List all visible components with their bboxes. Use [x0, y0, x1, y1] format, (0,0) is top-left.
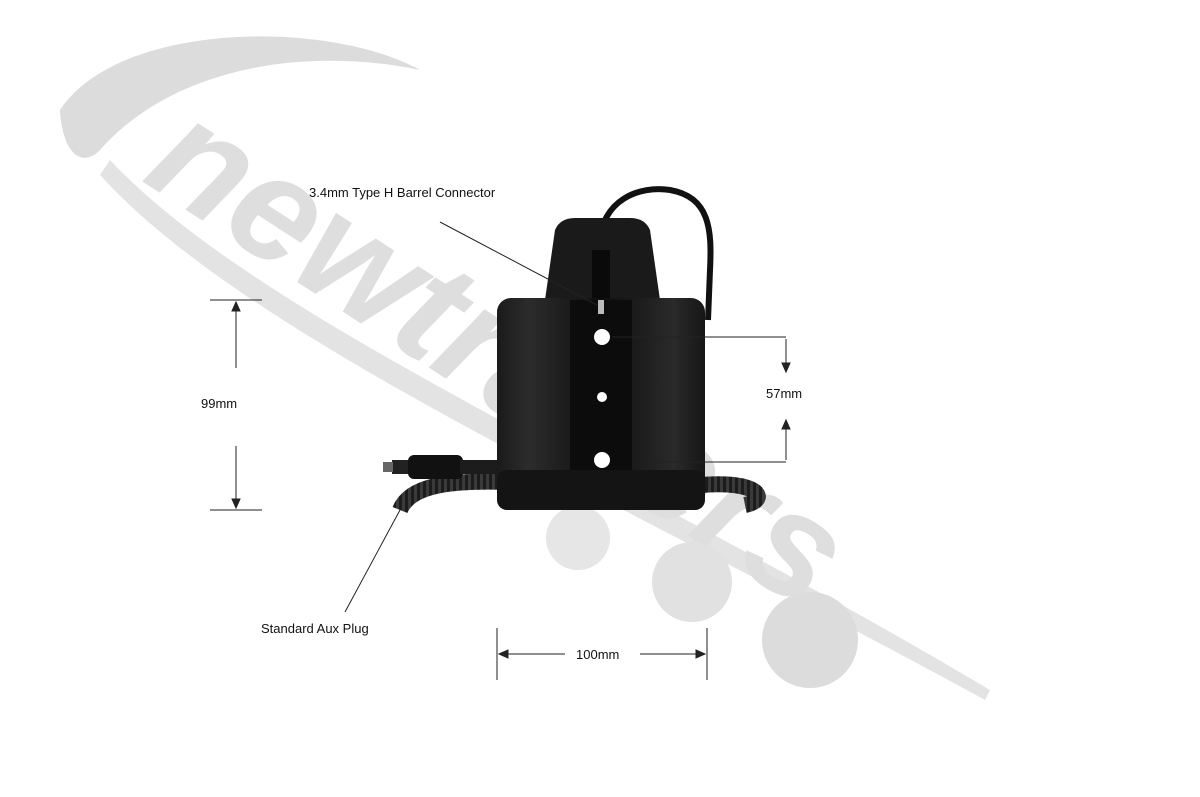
mount-hole-bottom	[594, 452, 610, 468]
aux-plug-label: Standard Aux Plug	[261, 621, 369, 636]
watermark-dot-3	[762, 592, 858, 688]
watermark-dot-2	[652, 542, 732, 622]
watermark-tail	[100, 160, 990, 700]
aux-plug	[383, 455, 500, 479]
hole-spacing-dimension	[612, 336, 791, 463]
mount-hole-top	[594, 329, 610, 345]
charger-cradle	[497, 218, 705, 510]
hole-spacing-label: 57mm	[766, 386, 803, 401]
power-cable	[597, 186, 714, 321]
coiled-cable	[392, 473, 766, 514]
width-dimension-label: 100mm	[574, 647, 622, 662]
barrel-leader	[439, 221, 598, 306]
callout-leaders	[344, 221, 598, 613]
watermark-swoosh	[60, 36, 420, 158]
watermark-dot-1	[546, 506, 610, 570]
mount-hole-middle	[597, 392, 607, 402]
barrel-connector-label: 3.4mm Type H Barrel Connector	[309, 185, 496, 200]
height-dimension	[210, 299, 262, 511]
aux-leader	[344, 509, 401, 613]
height-dimension-label: 99mm	[201, 396, 238, 411]
width-dimension	[496, 628, 708, 680]
